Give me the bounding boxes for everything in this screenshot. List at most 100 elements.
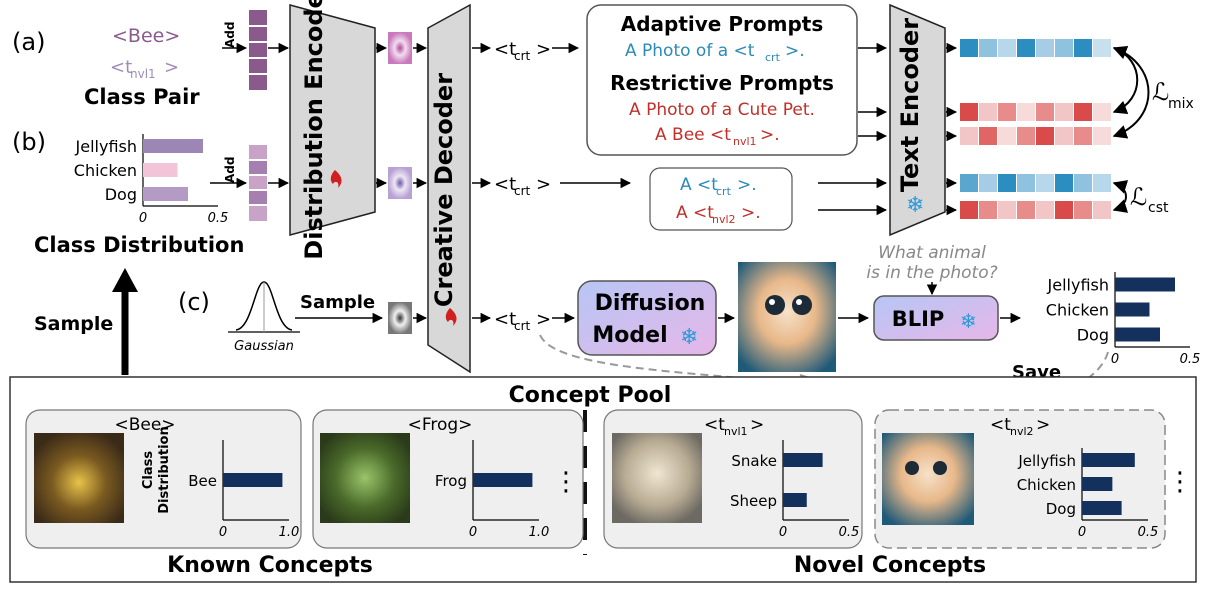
- svg-text:Text Encoder: Text Encoder: [896, 18, 924, 192]
- svg-text:A <t: A <t: [680, 175, 718, 195]
- svg-text:A Photo of a <t: A Photo of a <t: [625, 41, 755, 61]
- nvl2-dist-label-dog: Dog: [1046, 500, 1076, 518]
- tcrt-token-b: <t crt >: [494, 174, 551, 198]
- svg-text:nvl1: nvl1: [724, 425, 748, 438]
- svg-text:nvl1: nvl1: [130, 67, 156, 81]
- bee-dist-label-bee: Bee: [188, 472, 217, 490]
- prompts-box: Adaptive Prompts A Photo of a <t crt >. …: [586, 4, 858, 156]
- svg-text:crt: crt: [514, 49, 531, 63]
- blip-dist-bar-chicken: [1115, 302, 1150, 317]
- svg-text:crt: crt: [716, 185, 732, 198]
- nvl2-dist-tick-1: 0.5: [1138, 525, 1159, 540]
- frog-dist-tick-1: 1.0: [529, 525, 550, 540]
- card-frog-title: <Frog>: [408, 415, 473, 435]
- svg-text:>: >: [750, 415, 764, 435]
- card-bee-title: <Bee>: [114, 415, 175, 435]
- blip-dist-tick-0: 0: [1111, 352, 1119, 367]
- svg-text:Gaussian: Gaussian: [234, 339, 294, 354]
- flame-icon-encoder: [330, 170, 342, 188]
- restrictive-title: Restrictive Prompts: [610, 71, 834, 95]
- svg-text:>.: >.: [760, 125, 780, 145]
- flame-icon-decoder: [445, 308, 457, 326]
- svg-text:<t: <t: [494, 174, 516, 195]
- top-dist-label-jellyfish: Jellyfish: [75, 137, 137, 156]
- blip-dist-bar-jellyfish: [1115, 277, 1175, 292]
- nvl1-dist-label-snake: Snake: [731, 452, 777, 470]
- adaptive-title: Adaptive Prompts: [621, 12, 823, 36]
- loss-cst-label: ℒ cst: [1130, 183, 1169, 216]
- card-nvl2-title: <t nvl2 >: [990, 415, 1050, 438]
- svg-text:>.: >.: [737, 175, 757, 195]
- snake-image: [612, 433, 702, 523]
- svg-text:ℒ: ℒ: [1152, 78, 1169, 106]
- text-encoder: Text Encoder ❄: [889, 3, 946, 237]
- class-distribution-vertical-label: Class Distribution: [141, 426, 172, 513]
- bee-image: [34, 433, 124, 523]
- sample-label: Sample: [300, 292, 375, 313]
- svg-text:>: >: [536, 174, 551, 195]
- feature-stack-b: [249, 145, 267, 221]
- class-pair-label: Class Pair: [84, 85, 200, 109]
- nvl2-dist-bar-jellyfish: [1082, 453, 1135, 467]
- top-dist-label-dog: Dog: [105, 185, 137, 204]
- blip-dist-label-chicken: Chicken: [1046, 301, 1109, 320]
- nvl1-dist-bar-sheep: [783, 493, 807, 507]
- label-a: (a): [12, 28, 45, 56]
- adaptive-prompt: A Photo of a <t crt >.: [625, 41, 805, 64]
- distribution-encoder: Distribution Encoder: [289, 0, 376, 260]
- big-sample-arrowhead: [112, 268, 138, 292]
- top-dist-tick-1: 0.5: [208, 211, 229, 226]
- top-dist-bar-dog: [143, 187, 188, 201]
- svg-text:>: >: [536, 309, 551, 330]
- known-concepts-label: Known Concepts: [167, 553, 373, 578]
- ellipsis-left: ⋮: [553, 467, 579, 497]
- mix-loss-arc-1: [1112, 46, 1139, 114]
- feature-stack-a: [249, 10, 267, 90]
- class-distribution-label: Class Distribution: [34, 233, 244, 257]
- svg-text:cst: cst: [1148, 200, 1169, 216]
- cst-loss-arc: [1112, 180, 1129, 213]
- cst-prompt-1: A <t crt >.: [680, 175, 757, 198]
- top-dist-label-chicken: Chicken: [74, 161, 137, 180]
- nvl1-dist-label-sheep: Sheep: [730, 492, 777, 510]
- snowflake-icon-text-encoder: ❄: [906, 193, 924, 218]
- blue-embedding-adaptive: [960, 39, 1111, 57]
- nvl1-dist-tick-0: 0: [779, 525, 787, 540]
- loss-mix-label: ℒ mix: [1152, 78, 1194, 112]
- svg-text:What animal: What animal: [878, 243, 986, 263]
- svg-text:<t: <t: [110, 57, 132, 78]
- mix-loss-arc-2: [1112, 47, 1150, 139]
- tcrt-token-c: <t crt >: [494, 309, 551, 333]
- svg-text:>.: >.: [785, 41, 805, 61]
- ellipsis-right: ⋮: [1167, 467, 1193, 497]
- svg-text:<t: <t: [704, 415, 725, 435]
- novel-concepts-label: Novel Concepts: [794, 553, 986, 578]
- snowflake-icon-blip: ❄: [960, 309, 977, 333]
- question-text: What animal is in the photo?: [866, 243, 997, 283]
- add-label-b: Add: [223, 157, 237, 183]
- blip-model: BLIP ❄: [873, 295, 999, 341]
- svg-text:Model: Model: [592, 323, 667, 348]
- frog-image: [320, 433, 410, 523]
- svg-text:Creative Decoder: Creative Decoder: [430, 73, 458, 307]
- svg-text:Class: Class: [141, 451, 156, 490]
- cst-prompt-2: A <t nvl2 >.: [676, 203, 761, 226]
- nvl2-dist-bar-chicken: [1082, 477, 1113, 491]
- sample-left-label: Sample: [34, 313, 113, 335]
- svg-text:>: >: [164, 57, 179, 78]
- creature-image: [882, 433, 974, 525]
- tcrt-token-a: <t crt >: [494, 39, 551, 63]
- blip-dist-label-dog: Dog: [1077, 326, 1109, 345]
- svg-text:crt: crt: [514, 319, 531, 333]
- svg-text:is in the photo?: is in the photo?: [866, 263, 997, 283]
- feature-map-b: [388, 167, 412, 199]
- svg-text:>: >: [536, 39, 551, 60]
- diffusion-model: Diffusion Model ❄: [577, 280, 717, 356]
